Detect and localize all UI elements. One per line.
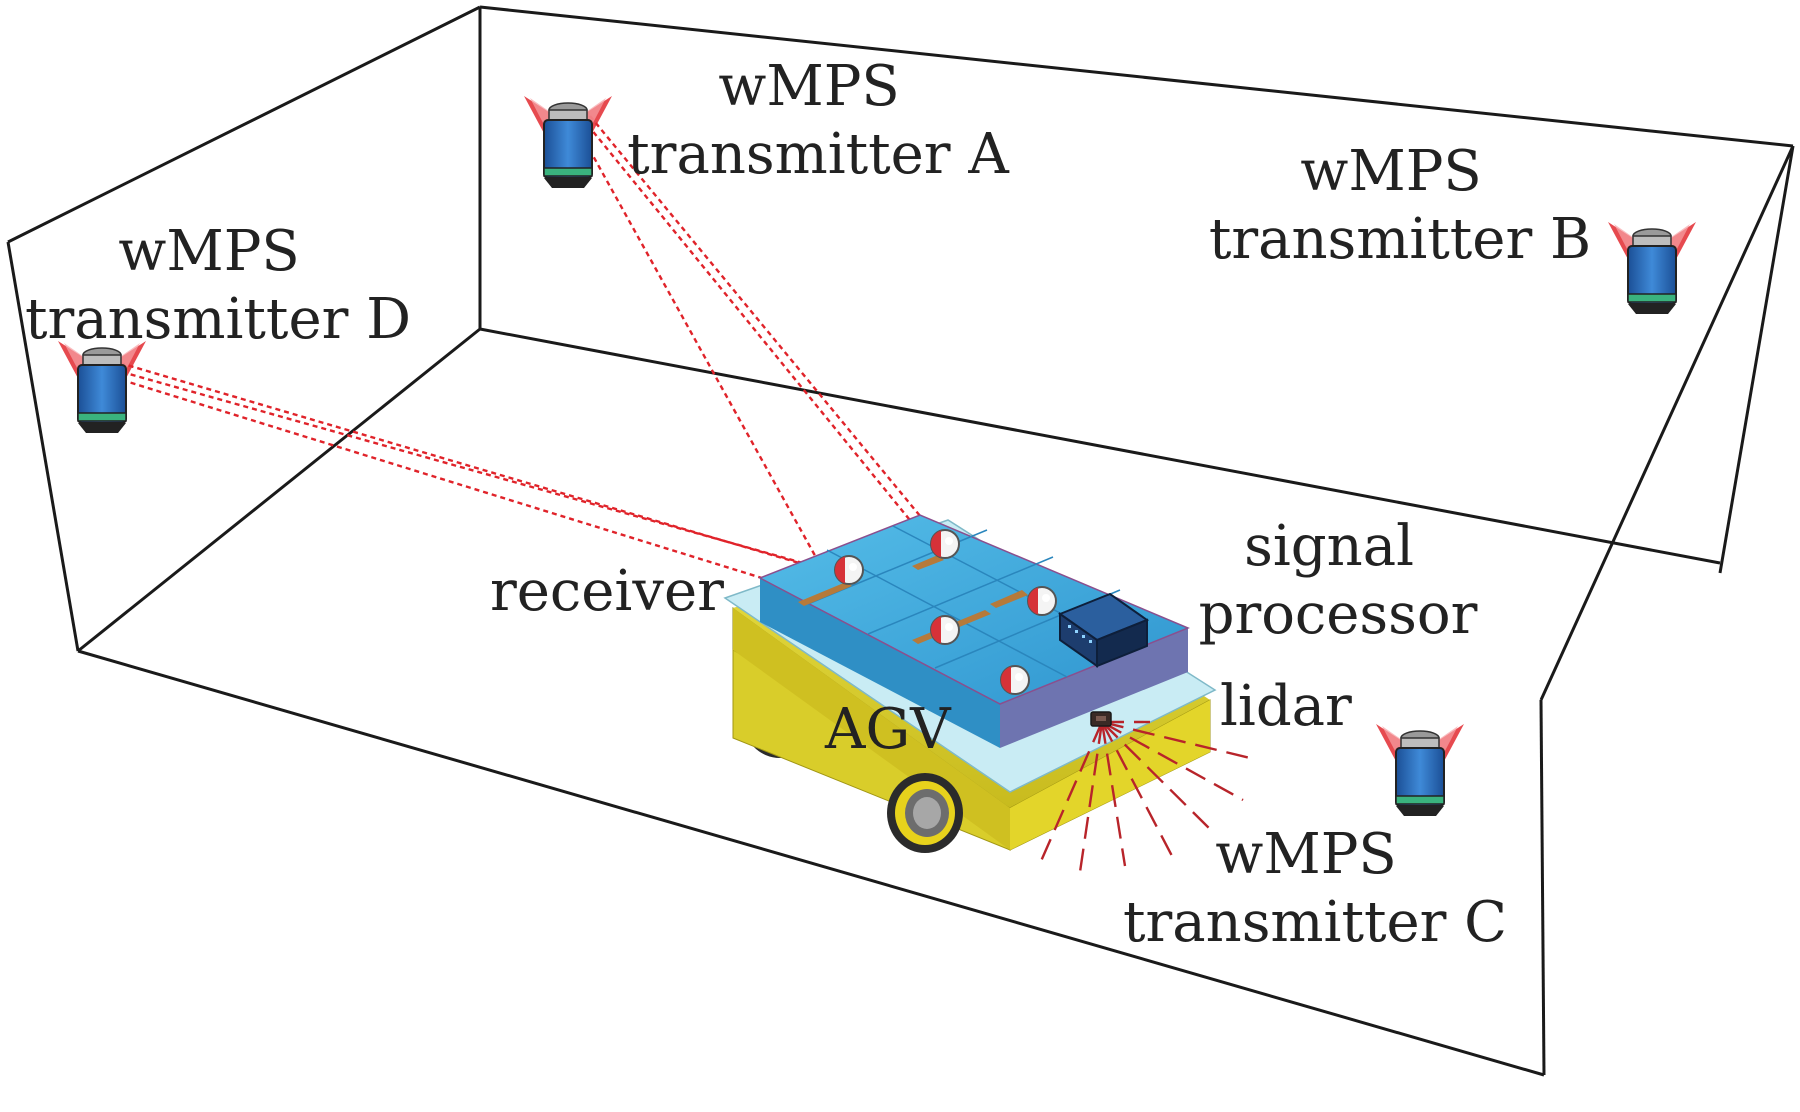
room-edge xyxy=(7,5,481,244)
label-line: transmitter D xyxy=(25,287,411,352)
beam-a-to-receiver xyxy=(589,115,931,529)
receiver-sensor-icon xyxy=(930,615,960,645)
room-edge xyxy=(479,5,1794,148)
label-line: transmitter C xyxy=(1123,890,1507,955)
label-line: wMPS xyxy=(718,54,899,119)
beam-d-to-receiver xyxy=(119,361,824,572)
room-edge xyxy=(77,327,481,653)
room-edge xyxy=(1539,145,1795,701)
lidar-sensor-icon xyxy=(1090,711,1112,727)
label-line: wMPS xyxy=(1215,822,1396,887)
room-edge xyxy=(77,649,1545,1077)
transmitter-a-icon xyxy=(523,95,613,189)
agv xyxy=(723,514,1217,853)
room-wireframe xyxy=(6,5,1795,1077)
beam-a-to-receiver xyxy=(581,117,919,531)
transmitter-d-label: wMPS transmitter D xyxy=(25,219,411,352)
beam-d-to-receiver xyxy=(121,370,836,574)
agv-label: AGV xyxy=(824,697,952,762)
laser-beams xyxy=(119,115,931,632)
lidar-label: lidar xyxy=(1220,674,1352,739)
label-line: wMPS xyxy=(1300,139,1481,204)
room-edge xyxy=(479,327,1721,565)
room-edge xyxy=(1539,699,1546,1076)
agv-top-slab xyxy=(758,514,1190,705)
transmitter-b-icon xyxy=(1607,221,1697,315)
transmitter-a-label: wMPS transmitter A xyxy=(627,54,1009,187)
label-line: transmitter B xyxy=(1209,207,1591,272)
receiver-sensor-icon xyxy=(834,555,864,585)
room-edge xyxy=(6,241,80,652)
transmitter-b-label: wMPS transmitter B xyxy=(1209,139,1591,272)
label-line: processor xyxy=(1199,582,1478,647)
label-line: transmitter A xyxy=(627,122,1009,187)
label-line: wMPS xyxy=(118,219,299,284)
signal-processor-label: signal processor xyxy=(1199,514,1478,647)
transmitter-d-icon xyxy=(57,340,147,434)
receiver-label: receiver xyxy=(490,559,724,624)
transmitter-c-icon xyxy=(1375,723,1465,817)
room-edge xyxy=(1718,145,1795,574)
receiver-sensor-icon xyxy=(930,529,960,559)
transmitter-c-label: wMPS transmitter C xyxy=(1123,822,1507,955)
signal-processor-box-icon xyxy=(1057,592,1150,668)
front-wheel-icon xyxy=(887,773,963,853)
label-line: signal xyxy=(1244,514,1414,579)
receiver-sensor-icon xyxy=(1000,665,1030,695)
receiver-sensor-icon xyxy=(1027,586,1057,616)
